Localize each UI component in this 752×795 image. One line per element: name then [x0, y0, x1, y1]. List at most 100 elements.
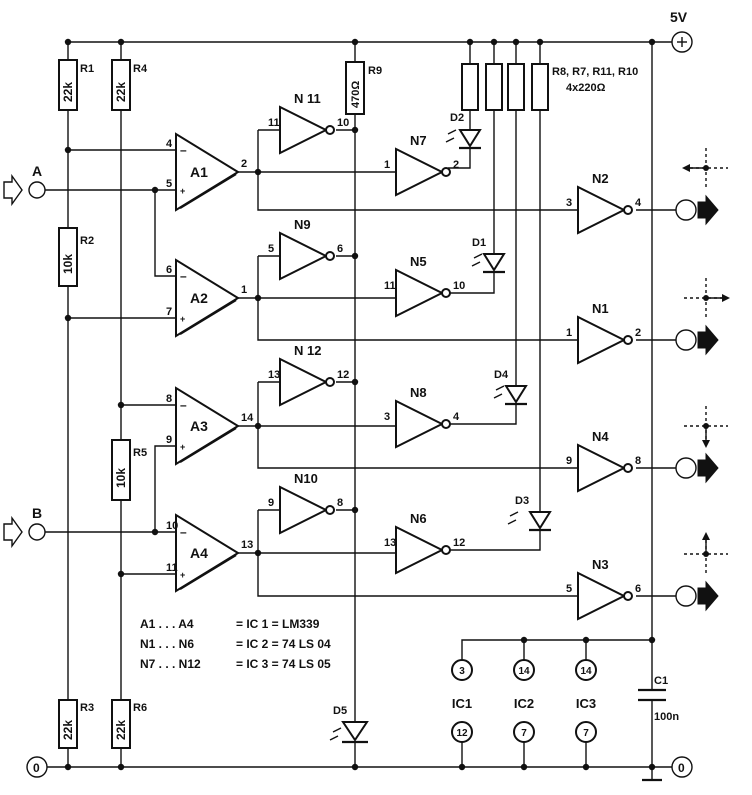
- inverter-label: N4: [592, 429, 609, 444]
- legend-eq: = IC 3 = 74 LS 05: [236, 657, 331, 671]
- pin-number: 4: [166, 138, 173, 150]
- pin-number: 13: [241, 539, 253, 551]
- d5-label: D5: [333, 705, 347, 717]
- pin-number: 14: [518, 666, 530, 677]
- d4-label: D4: [494, 369, 509, 381]
- input-b-label: B: [32, 505, 42, 521]
- plus-sign: +: [180, 186, 185, 196]
- r6-label: R6: [133, 702, 147, 714]
- pin-number: 12: [337, 369, 349, 381]
- pin-number: 1: [241, 284, 247, 296]
- resistor-array: R8, R7, R11, R10 4x220Ω D2 D1 D4 D3: [448, 42, 638, 551]
- junction-dot: [351, 378, 359, 386]
- minus-sign: –: [180, 398, 187, 412]
- pin-number: 10: [166, 520, 178, 532]
- r1-value: 22k: [61, 82, 75, 102]
- minus-sign: –: [180, 525, 187, 539]
- pin-number: 6: [635, 583, 641, 595]
- inverter-n7: N7 1 2: [384, 133, 459, 197]
- led-emission-icon: [493, 385, 505, 399]
- comparator-outputs: [238, 129, 578, 597]
- junction-dot: [151, 186, 159, 194]
- pin-number: 2: [453, 159, 459, 171]
- pin-number: 3: [459, 666, 465, 677]
- junction-dot: [582, 763, 590, 771]
- r9-value: 470Ω: [350, 81, 362, 108]
- junction-dot: [520, 636, 528, 644]
- junction-dot: [64, 763, 72, 771]
- comparator-label: A1: [190, 164, 208, 180]
- pin-number: 2: [241, 158, 247, 170]
- pin-number: 11: [268, 117, 280, 129]
- inverter-label: N7: [410, 133, 427, 148]
- r4-value: 22k: [114, 82, 128, 102]
- c1-value: 100n: [654, 711, 679, 723]
- plus-sign: +: [180, 442, 185, 452]
- r9-label: R9: [368, 65, 382, 77]
- junction-dot: [648, 763, 656, 771]
- junction-dots: [64, 38, 656, 771]
- junction-dot: [648, 38, 656, 46]
- inverter-label: N10: [294, 471, 318, 486]
- junction-dot: [490, 38, 498, 46]
- ground-rail: 0 0: [26, 756, 693, 778]
- plus-sign: +: [180, 314, 185, 324]
- pin-number: 14: [241, 412, 254, 424]
- junction-dot: [520, 763, 528, 771]
- direction-right-icon: [684, 278, 730, 318]
- d1-label: D1: [472, 237, 486, 249]
- resistor-array-names: R8, R7, R11, R10: [552, 66, 638, 78]
- pin-number: 6: [166, 264, 172, 276]
- pin-number: 13: [268, 369, 280, 381]
- input-b[interactable]: B: [3, 505, 176, 549]
- junction-dot: [512, 38, 520, 46]
- pin-number: 8: [635, 455, 641, 467]
- junction-dot: [351, 126, 359, 134]
- inverter-label: N3: [592, 557, 609, 572]
- junction-dot: [458, 763, 466, 771]
- output-connector[interactable]: [675, 532, 728, 612]
- inverter-label: N6: [410, 511, 427, 526]
- pin-number: 3: [566, 197, 572, 209]
- d3-label: D3: [515, 495, 529, 507]
- junction-dot: [254, 168, 262, 176]
- legend-range: N7 . . . N12: [140, 657, 201, 671]
- junction-dot: [351, 763, 359, 771]
- ground-label-right: 0: [678, 761, 685, 775]
- minus-sign: –: [180, 143, 187, 157]
- junction-dot: [254, 422, 262, 430]
- direction-up-icon: [684, 532, 728, 574]
- comparator-a2: A2–+671: [166, 258, 247, 338]
- pin-number: 6: [337, 243, 343, 255]
- outputs: [636, 209, 676, 597]
- comparator-label: A2: [190, 290, 208, 306]
- r3-label: R3: [80, 702, 94, 714]
- pin-number: 1: [384, 159, 390, 171]
- junction-dot: [117, 763, 125, 771]
- output-connector[interactable]: [675, 406, 728, 484]
- resistor-array-value: 4x220Ω: [566, 82, 606, 94]
- r5-value: 10k: [114, 468, 128, 488]
- junction-dot: [351, 506, 359, 514]
- inverter-label: N5: [410, 254, 427, 269]
- pin-number: 5: [268, 243, 274, 255]
- output-connector[interactable]: [675, 278, 730, 356]
- divider-right: 22k R4 10k R5 22k R6: [111, 42, 148, 767]
- pin-number: 5: [566, 583, 572, 595]
- comparator-label: A3: [190, 418, 208, 434]
- c1-label: C1: [654, 675, 668, 687]
- led-emission-icon: [445, 129, 457, 143]
- output-connector[interactable]: [675, 148, 728, 226]
- junction-dot: [117, 570, 125, 578]
- r1-label: R1: [80, 63, 94, 75]
- legend-eq: = IC 2 = 74 LS 04: [236, 637, 331, 651]
- input-a[interactable]: A: [3, 163, 176, 207]
- junction-dot: [351, 252, 359, 260]
